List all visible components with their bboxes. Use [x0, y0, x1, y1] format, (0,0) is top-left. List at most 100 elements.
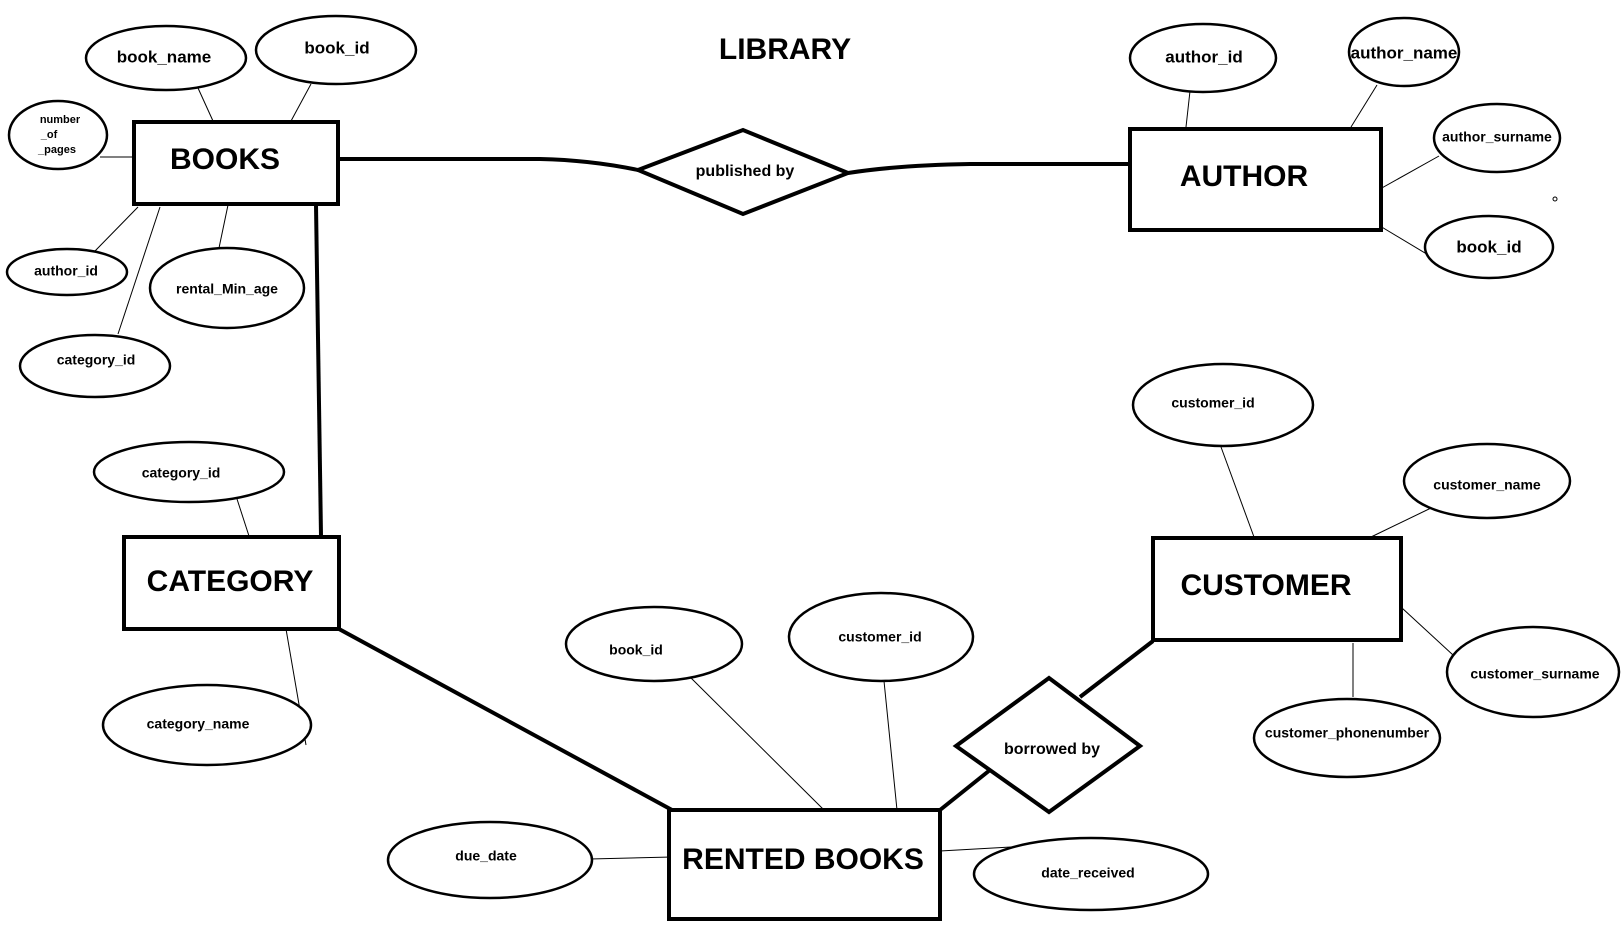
attribute-ellipse: [101, 683, 313, 767]
attribute-label: book_id: [609, 642, 663, 658]
relationship-published-by: published by: [632, 127, 854, 217]
entity-customer: CUSTOMER: [1151, 536, 1403, 642]
attr-rented-date-received: date_received: [972, 836, 1210, 912]
entity-customer-label: CUSTOMER: [1180, 569, 1351, 602]
attr-books-category-id: category_id: [18, 333, 172, 399]
attribute-label: due_date: [455, 848, 517, 864]
attribute-ellipse: [7, 99, 109, 171]
connector-line: [290, 83, 312, 122]
attr-books-book-name: book_name: [84, 24, 248, 92]
attr-rented-book-id: book_id: [564, 605, 744, 683]
entity-rented-books-label: RENTED BOOKS: [682, 843, 924, 876]
attribute-ellipse: [254, 14, 418, 86]
attr-author-author-name: author_name: [1347, 16, 1461, 88]
attr-books-rental-min-age: rental_Min_age: [148, 246, 306, 330]
entity-box: [122, 535, 341, 631]
attribute-ellipse: [1128, 22, 1278, 94]
entity-category-label: CATEGORY: [147, 565, 314, 598]
connector-line: [589, 856, 673, 860]
attr-books-book-id: book_id: [254, 14, 418, 86]
attribute-label: author_id: [1165, 47, 1242, 66]
connector-line: [1401, 607, 1454, 656]
attribute-label: category_name: [147, 716, 250, 732]
category-rented-books-line: [338, 627, 673, 812]
connector-line: [197, 87, 214, 122]
entity-box: [1128, 127, 1383, 232]
attr-customer-customer-name: customer_name: [1402, 442, 1572, 520]
attribute-label: book_id: [304, 38, 369, 57]
stray-mark: [1552, 196, 1558, 202]
attr-author-author-id: author_id: [1128, 22, 1278, 94]
attribute-label: customer_surname: [1470, 666, 1599, 682]
attr-rented-customer-id: customer_id: [787, 591, 975, 683]
entity-books-label: BOOKS: [170, 143, 280, 176]
connectors: [94, 83, 1454, 860]
attribute-label: date_received: [1041, 865, 1134, 881]
attribute-ellipse: [787, 591, 975, 683]
connector-line: [117, 206, 161, 335]
attribute-label: author_surname: [1442, 129, 1552, 145]
books-category-line: [314, 204, 323, 537]
attribute-label: customer_id: [838, 629, 921, 645]
connector-line: [1379, 155, 1440, 190]
attr-books-number-of-pages: number _of _pages: [7, 99, 109, 171]
relationship-published-by-label: published by: [696, 163, 795, 180]
attribute-label: number: [40, 114, 81, 126]
relationship-borrowed-by: borrowed by: [952, 675, 1144, 815]
connector-line: [939, 846, 1012, 852]
attribute-label: category_id: [142, 465, 221, 481]
entity-books: BOOKS: [132, 120, 340, 206]
connector-line: [685, 672, 825, 811]
attribute-ellipse: [1347, 16, 1461, 88]
attribute-ellipse: [564, 605, 744, 683]
attribute-label: book_name: [117, 47, 211, 66]
entity-category: CATEGORY: [122, 535, 341, 631]
connector-line: [218, 204, 229, 249]
published-by-author-line: [847, 162, 1130, 175]
attribute-label: _of: [40, 129, 58, 141]
attribute-ellipse: [1252, 697, 1442, 779]
attr-author-author-surname: author_surname: [1432, 102, 1562, 174]
attr-rented-due-date: due_date: [386, 820, 594, 900]
attr-author-book-id: book_id: [1423, 214, 1555, 280]
connector-line: [236, 498, 250, 537]
attribute-label: _pages: [37, 144, 76, 156]
connector-line: [94, 206, 139, 252]
rented-books-borrowed-by-line: [938, 768, 992, 812]
attribute-label: category_id: [57, 352, 136, 368]
attr-customer-customer-surname: customer_surname: [1445, 625, 1621, 719]
attribute-ellipse: [1131, 362, 1315, 448]
entity-author-label: AUTHOR: [1180, 160, 1309, 193]
attribute-ellipse: [972, 836, 1210, 912]
diagram-title: LIBRARY: [719, 33, 851, 66]
attribute-ellipse: [1402, 442, 1572, 520]
attribute-ellipse: [5, 247, 129, 297]
attribute-ellipse: [84, 24, 248, 92]
attr-customer-customer-id: customer_id: [1131, 362, 1315, 448]
attr-books-author-id: author_id: [5, 247, 129, 297]
attribute-ellipse: [18, 333, 172, 399]
entity-box: [667, 808, 942, 921]
borrowed-by-customer-line: [1078, 639, 1155, 699]
attribute-label: customer_id: [1171, 395, 1254, 411]
attribute-ellipse: [148, 246, 306, 330]
attribute-label: author_name: [1351, 43, 1458, 62]
books-published-by-line: [340, 157, 639, 172]
attr-category-category-id: category_id: [92, 440, 286, 504]
entity-rented-books: RENTED BOOKS: [667, 808, 942, 921]
attr-customer-customer-phonenumber: customer_phonenumber: [1252, 697, 1442, 779]
entity-box: [1151, 536, 1403, 642]
attribute-label: customer_name: [1433, 477, 1541, 493]
connector-line: [1220, 446, 1255, 538]
entity-author: AUTHOR: [1128, 127, 1383, 232]
attribute-label: book_id: [1456, 237, 1521, 256]
entity-box: [132, 120, 340, 206]
attribute-ellipse: [1445, 625, 1621, 719]
connector-line: [1185, 90, 1191, 128]
attribute-label: author_id: [34, 263, 98, 279]
attribute-label: rental_Min_age: [176, 281, 278, 297]
connector-line: [883, 680, 898, 811]
relationship-diamond: [632, 127, 854, 217]
attribute-label: customer_phonenumber: [1265, 725, 1430, 741]
